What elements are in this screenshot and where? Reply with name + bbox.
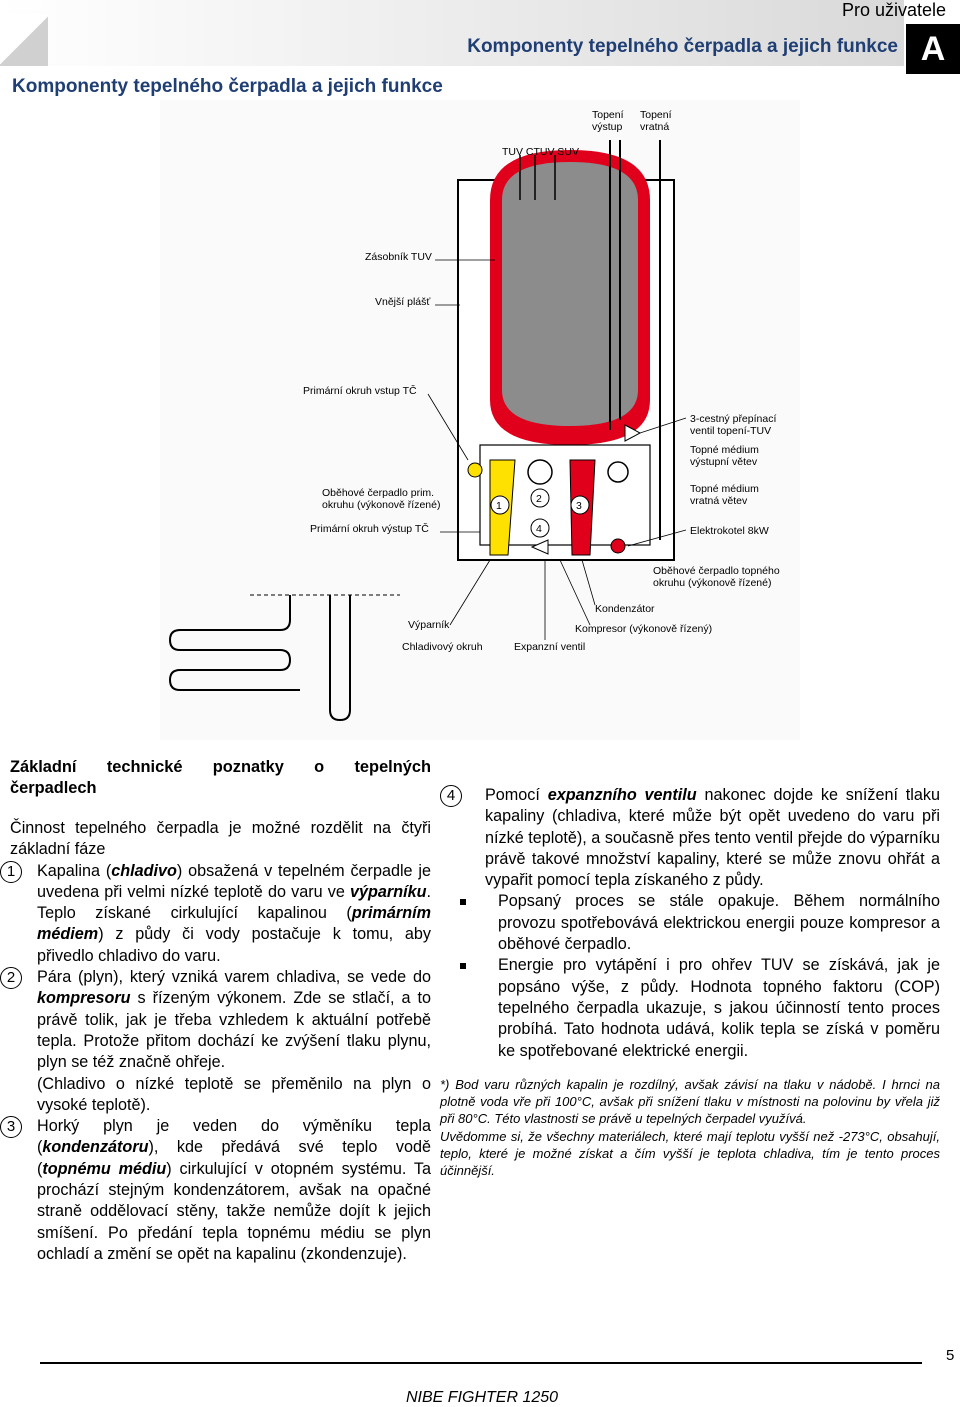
expansion-valve <box>530 539 549 555</box>
label-primary-in: Primární okruh vstup TČ <box>303 384 417 397</box>
label-compressor: Kompresor (výkonově řízený) <box>575 623 712 635</box>
label-refrigerant-circuit: Chladivový okruh <box>402 641 483 653</box>
term-refrigerant: chladivo <box>111 861 177 880</box>
label-condenser: Kondenzátor <box>595 603 655 615</box>
footer-rule <box>40 1362 922 1364</box>
tank-core <box>502 162 638 426</box>
section-letter-badge: A <box>906 24 960 74</box>
term-compressor: kompresoru <box>37 989 131 1008</box>
section-heading-cont: čerpadlech <box>10 779 97 797</box>
label-electric-heater: Elektrokotel 8kW <box>690 525 769 537</box>
page-number: 5 <box>946 1347 955 1364</box>
left-text-column: Základní technické poznatky o tepelných … <box>0 757 431 1265</box>
label-phase-4: 4 <box>536 523 542 535</box>
label-primary-out: Primární okruh výstup TČ <box>310 522 429 535</box>
phase-2: 2 Pára (plyn), který vzniká varem chladi… <box>0 967 431 1116</box>
label-phase-3: 3 <box>576 500 582 512</box>
term-heating-medium: topnému médiu <box>42 1159 167 1178</box>
label-outer-casing: Vnější plášť <box>375 296 431 308</box>
product-name: NIBE FIGHTER 1250 <box>406 1389 559 1406</box>
phase-1-number: 1 <box>0 860 22 883</box>
footnote-boiling-point: *) Bod varu různých kapalin je rozdílný,… <box>440 1076 940 1127</box>
term-evaporator: výparníku <box>350 882 427 901</box>
three-way-valve <box>624 424 642 442</box>
intro-paragraph: Činnost tepelného čerpadla je možné rozd… <box>10 819 431 859</box>
bullet-item: Energie pro vytápění i pro ohřev TUV se … <box>440 955 940 1061</box>
heating-pump <box>610 538 626 554</box>
running-title: Komponenty tepelného čerpadla a jejich f… <box>467 36 898 57</box>
label-evaporator: Výparník <box>408 619 450 631</box>
term-expansion-valve: expanzního ventilu <box>547 786 697 804</box>
ground-loop <box>168 595 300 691</box>
phase-2-number: 2 <box>0 967 22 990</box>
label-phase-1: 1 <box>496 500 502 512</box>
audience-label: Pro uživatele <box>841 0 946 20</box>
electric-heater <box>607 461 629 483</box>
term-primary-medium: primárním médiem <box>37 904 431 944</box>
label-dhw-ports: TUV CTUV SUV <box>502 146 579 158</box>
right-text-column: 4 Pomocí expanzního ventilu nakonec dojd… <box>440 785 940 1180</box>
term-condenser: kondenzátoru <box>42 1138 149 1157</box>
phase-4-number: 4 <box>440 785 462 807</box>
phase-1: 1 Kapalina (chladivo) obsažená v tepelné… <box>0 860 431 967</box>
header-corner-decoration <box>0 14 48 66</box>
bullet-marker <box>460 899 466 906</box>
section-heading: Základní technické poznatky o tepelných <box>10 758 431 776</box>
label-dhw-tank: Zásobník TUV <box>365 251 432 263</box>
footnote-temperature: Uvědomme si, že všechny materiálech, kte… <box>440 1128 940 1179</box>
label-primary-pump: Oběhové čerpadlo prim.okruhu (výkonově ř… <box>322 487 440 511</box>
compressor <box>527 459 553 485</box>
header-band <box>0 0 904 66</box>
phase-3-number: 3 <box>0 1116 22 1139</box>
phase-3: 3 Horký plyn je veden do výměníku tepla … <box>0 1116 431 1265</box>
label-phase-2: 2 <box>536 493 542 505</box>
bullet-item: Popsaný proces se stále opakuje. Během n… <box>440 891 940 955</box>
bullet-marker <box>460 963 466 970</box>
page-title: Komponenty tepelného čerpadla a jejich f… <box>12 76 443 97</box>
label-expansion-valve: Expanzní ventil <box>514 641 585 653</box>
phase-4: 4 Pomocí expanzního ventilu nakonec dojd… <box>440 785 940 891</box>
primary-pump <box>467 462 483 478</box>
phase-2-remark: (Chladivo o nízké teplotě se přeměnilo n… <box>37 1074 431 1114</box>
